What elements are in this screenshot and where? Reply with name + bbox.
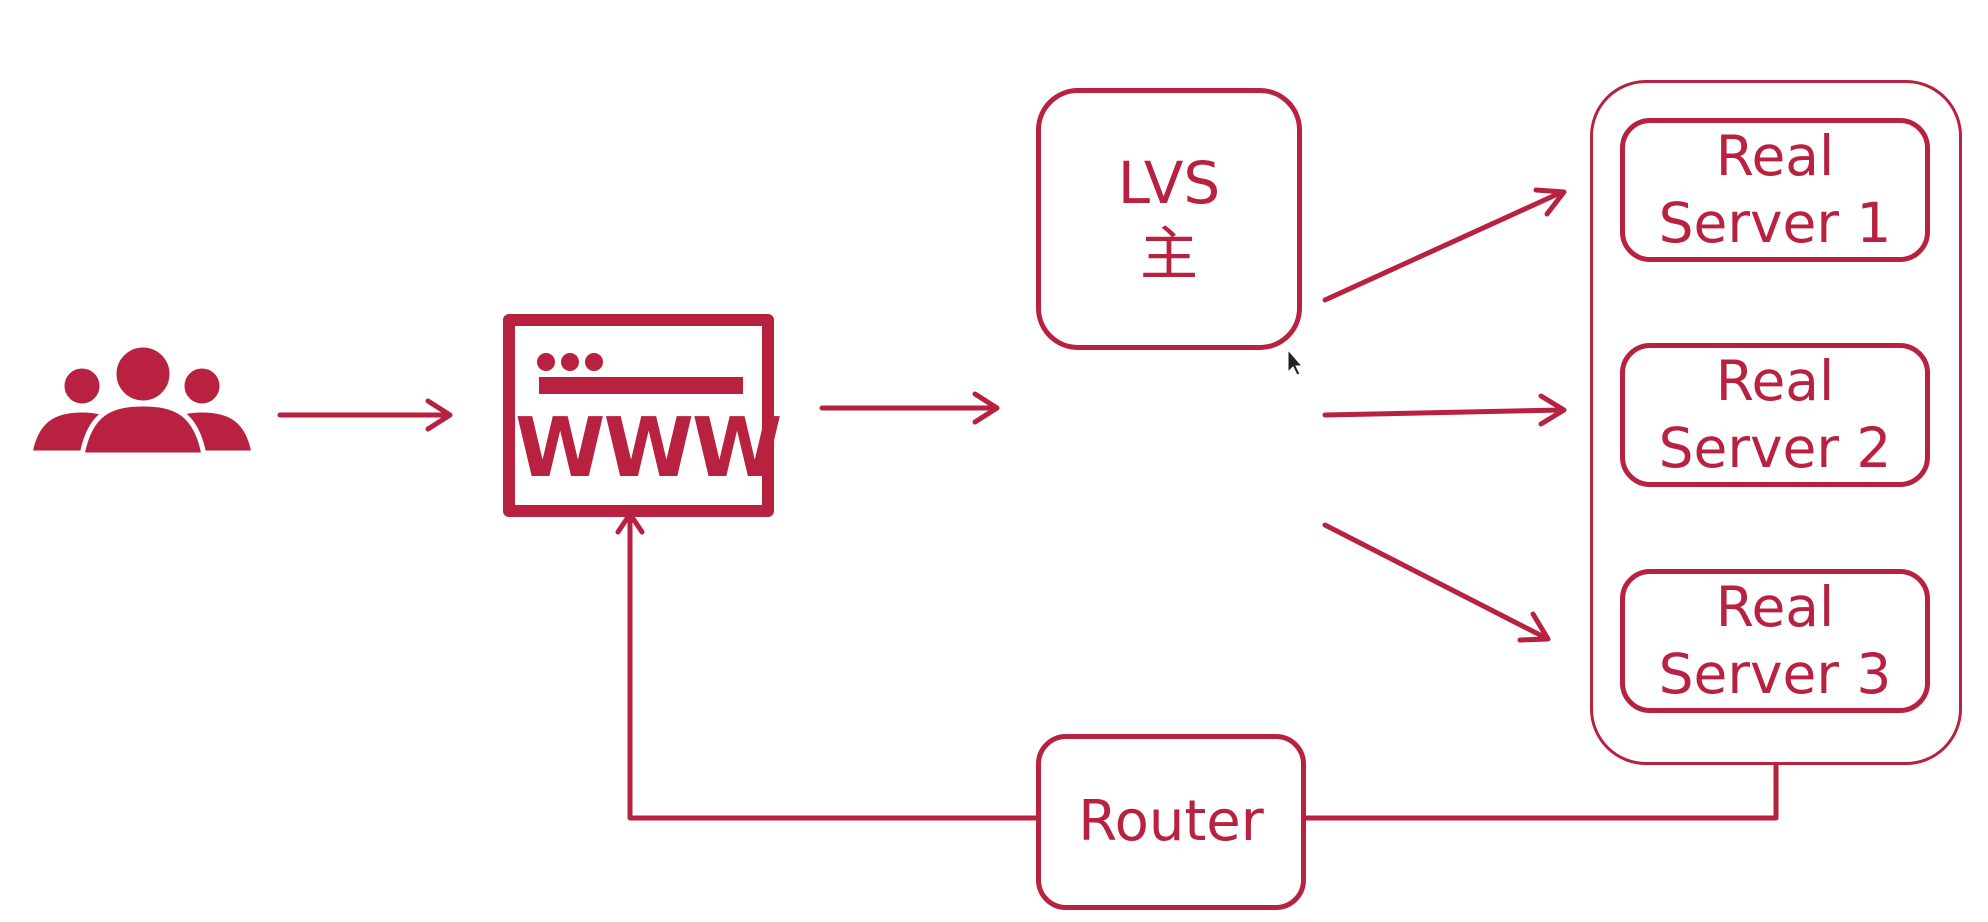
real-server-1-node: Real Server 1 [1620,118,1930,262]
real-server-group [1590,80,1962,765]
arrowhead-users-to-browser [425,398,453,432]
lvs-role-label: 主 [1139,220,1198,288]
real-server-label: Real [1715,574,1835,639]
real-server-label: Real [1715,123,1835,188]
arrow-lvs-to-rs3 [1322,522,1549,641]
arrowhead-lvs-to-rs2 [1538,393,1567,427]
return-path-servers-to-router [1303,762,1779,821]
real-server-name: Server 3 [1658,642,1892,706]
router-label: Router [1078,788,1264,854]
return-path-router-to-browser [627,517,1039,821]
window-dot [561,353,579,371]
arrow-lvs-to-rs2 [1322,407,1565,418]
users-group-icon [27,342,257,458]
arrow-lvs-to-rs1 [1322,189,1565,303]
mouse-pointer-icon [1287,348,1304,376]
router-node: Router [1036,734,1306,910]
real-server-name: Server 2 [1658,416,1892,480]
arrowhead-lvs-to-rs3 [1517,611,1551,643]
www-label: WWW [515,401,782,496]
arrowhead-lvs-to-rs1 [1533,187,1567,217]
real-server-2-node: Real Server 2 [1620,343,1930,487]
lvs-label: LVS [1117,149,1221,218]
real-server-label: Real [1715,348,1835,413]
window-dot [537,353,555,371]
browser-window-icon: WWW [503,314,782,517]
window-dot [585,353,603,371]
lvs-master-node: LVS 主 [1036,88,1302,350]
arrowhead-browser-to-lvs [972,391,1000,425]
address-bar [539,377,743,394]
real-server-3-node: Real Server 3 [1620,569,1930,713]
real-server-name: Server 1 [1658,191,1892,255]
